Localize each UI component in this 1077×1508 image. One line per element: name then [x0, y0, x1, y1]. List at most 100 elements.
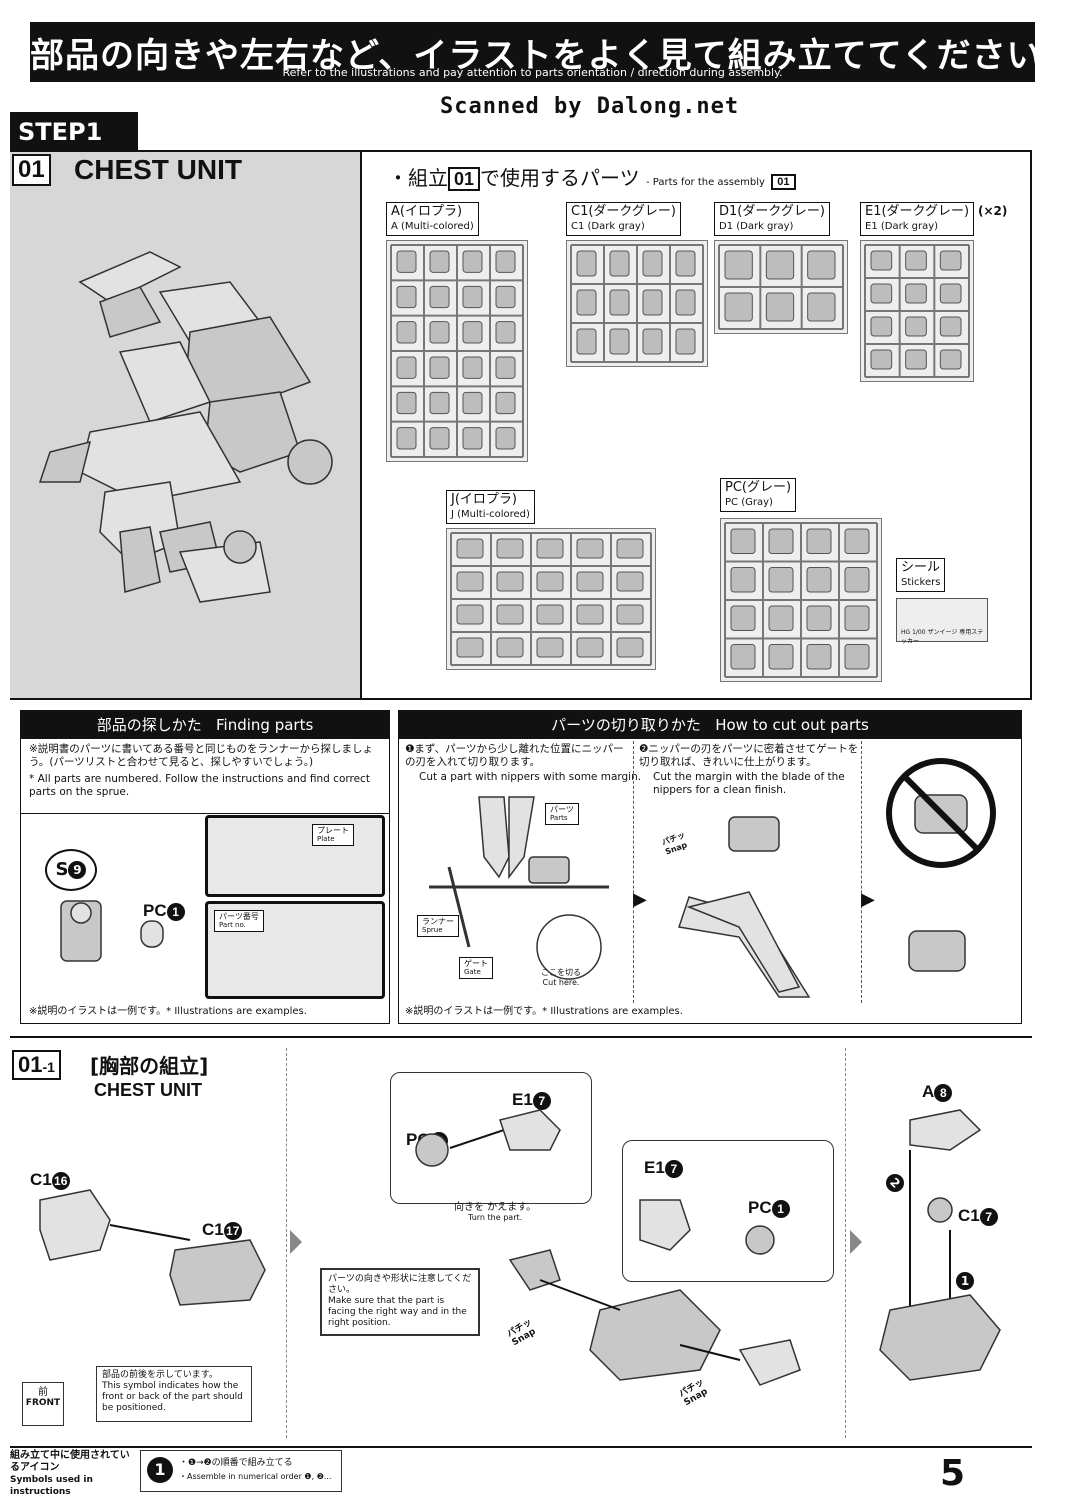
divider [10, 1446, 1032, 1448]
final-assembly-illustration [879, 1109, 1001, 1381]
runner-label-e1: E1(ダークグレー) E1 (Dark gray) [860, 202, 975, 236]
runner-name-en: J (Multi-colored) [451, 509, 530, 520]
part-runner: C1 [958, 1206, 980, 1225]
sticker-sheet: HG 1/00 ザンイージ 専用ステッカー [896, 598, 988, 645]
part-num: 17 [223, 1221, 242, 1240]
part-runner: C1 [30, 1170, 52, 1189]
runner-pc-illustration [720, 518, 882, 682]
part-runner: C1 [202, 1220, 224, 1239]
footer-order-en: ・Assemble in numerical order ❶, ❷... [179, 1472, 332, 1481]
divider [1030, 152, 1032, 698]
runner-name-en: E1 (Dark gray) [865, 221, 939, 232]
clean-cut-illustration [678, 816, 811, 998]
result-illustration [886, 758, 996, 972]
turn-jp: 向きを かえます。 [454, 1202, 537, 1213]
scan-credit: Scanned by Dalong.net [440, 94, 740, 119]
caution-jp: パーツの向きや形状に注意してください。 [328, 1274, 472, 1295]
detail-callout [622, 1140, 834, 1282]
header-title-jp: 部品の向きや左右など、イラストをよく見て組み立ててください。 [30, 36, 1077, 76]
arrow-right-icon [290, 1230, 302, 1254]
gate-jp: ゲート [464, 959, 488, 968]
sprue-grid [724, 522, 878, 678]
cut-parts-box: パーツの切り取りかた How to cut out parts ❶まず、パーツか… [398, 710, 1022, 1024]
plate-en: Plate [317, 835, 335, 843]
substep-sub: -1 [42, 1059, 55, 1075]
footer-icons-en: Symbols used in instructions [10, 1475, 93, 1497]
sprue-jp: ランナー [422, 917, 454, 926]
runner-e1-illustration [860, 240, 974, 382]
runner-label-c1: C1(ダークグレー) C1 (Dark gray) [566, 202, 681, 236]
chest-unit-illustration [38, 251, 333, 603]
divider [360, 152, 362, 698]
step-label: STEP1 [10, 112, 138, 152]
divider [633, 741, 635, 1003]
runner-c1-illustration [566, 240, 708, 367]
part-num: 8 [934, 1083, 953, 1102]
footer-icons-title: 組み立て中に使用されているアイコン Symbols used in instru… [10, 1450, 136, 1497]
runner-name-jp: C1(ダークグレー) [571, 204, 676, 219]
caution-en: Make sure that the part is facing the ri… [328, 1296, 467, 1328]
footer-order-jp: ・❶→❷の順番で組み立てる [179, 1458, 293, 1468]
parts-heading-num: 01 [448, 167, 481, 191]
order-step-1: 1 [956, 1270, 974, 1290]
cut-step1-en: Cut a part with nippers with some margin… [419, 771, 642, 783]
divider [861, 741, 863, 1003]
partno-en: Part no. [219, 921, 246, 929]
runner-label-d1: D1(ダークグレー) D1 (Dark gray) [714, 202, 830, 236]
cut-here-en: Cut here. [542, 978, 580, 987]
part-num: 1 [771, 1199, 790, 1218]
turn-note: 向きを かえます。Turn the part. [454, 1198, 536, 1222]
header-banner: 部品の向きや左右など、イラストをよく見て組み立ててください。 [30, 22, 1077, 82]
cut-here-jp: ここを切る [541, 968, 581, 977]
header-title-en: Refer to the illustrations and pay atten… [282, 66, 783, 79]
runner-name-jp: A(イロプラ) [391, 204, 463, 219]
part-num: 7 [979, 1207, 998, 1226]
part-num: 1 [166, 902, 185, 921]
sprue-grid [450, 532, 652, 666]
front-note-jp: 部品の前後を示しています。 [102, 1370, 218, 1380]
sprue-grid [570, 244, 704, 363]
page-number: 5 [940, 1453, 966, 1494]
runner-label-pc: PC(グレー) PC (Gray) [720, 478, 797, 512]
substep-num: 01 [18, 1052, 43, 1077]
front-jp: 前 [38, 1387, 48, 1398]
finding-parts-header: 部品の探しかた Finding parts [21, 711, 389, 739]
order-num: 2 [882, 1169, 908, 1196]
plate-jp: プレート [317, 826, 349, 835]
cut-step2-en: Cut the margin with the blade of the nip… [653, 771, 845, 796]
arrow-right-icon [850, 1230, 862, 1254]
cut-parts-note: ※説明のイラストは一例です。* Illustrations are exampl… [405, 1006, 683, 1017]
cut-parts-title-jp: パーツの切り取りかた [551, 716, 701, 734]
front-note-box: 部品の前後を示しています。 This symbol indicates how … [96, 1366, 252, 1422]
finding-parts-box: 部品の探しかた Finding parts ※説明書のパーツに書いてある番号と同… [20, 710, 390, 1024]
runner-name-en: C1 (Dark gray) [571, 221, 645, 232]
chest-assembly-illustration [508, 1199, 801, 1386]
runner-name-jp: D1(ダークグレー) [719, 204, 825, 219]
runner-count: (×2) [978, 204, 1008, 218]
runner-name-jp: E1(ダークグレー) [865, 204, 970, 219]
part-num: 16 [51, 1171, 70, 1190]
runner-name-en: A (Multi-colored) [391, 221, 474, 232]
arrow-right-icon: ▶ [861, 889, 875, 910]
stickers-name-en: Stickers [901, 577, 941, 588]
cut-step2-jp: ❷ニッパーの刃をパーツに密着させてゲートを切り取れば、きれいに仕上がります。 [639, 743, 859, 768]
substep-name-en: CHEST UNIT [94, 1080, 202, 1100]
step-number: 01 [12, 154, 51, 186]
part-runner: E1 [512, 1090, 533, 1109]
callout-runner: S [55, 859, 69, 880]
runner-j-illustration [446, 528, 656, 670]
runner-d1-illustration [714, 240, 848, 334]
callout-num: 9 [68, 861, 87, 879]
